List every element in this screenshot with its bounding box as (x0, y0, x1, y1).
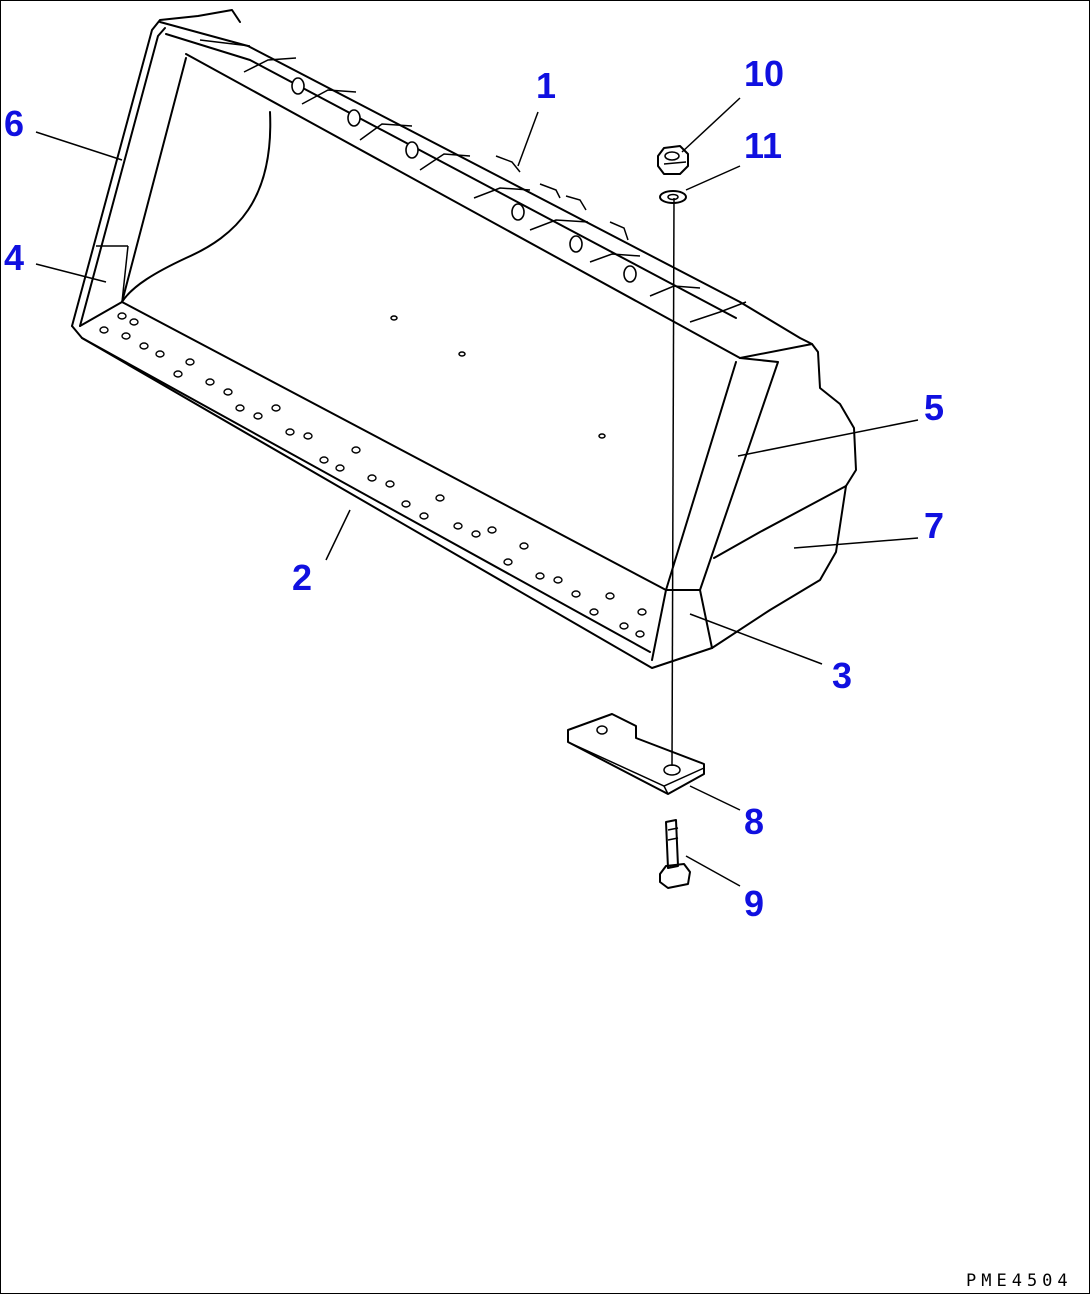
callout-4: 4 (4, 237, 24, 278)
callout-7: 7 (924, 505, 944, 546)
nut-part (657, 145, 689, 175)
callouts: 1 2 3 4 5 6 7 8 9 10 11 (4, 53, 944, 924)
washer-part (659, 190, 687, 204)
callout-10: 10 (744, 53, 784, 94)
callout-9: 9 (744, 883, 764, 924)
callout-11: 11 (744, 125, 782, 166)
callout-3: 3 (832, 655, 852, 696)
bucket-assembly (71, 9, 857, 669)
callout-8: 8 (744, 801, 764, 842)
leader-lines (35, 97, 919, 887)
mounting-bolt-line (671, 197, 675, 767)
callout-6: 6 (4, 103, 24, 144)
callout-1: 1 (536, 65, 556, 106)
callout-5: 5 (924, 387, 944, 428)
callout-2: 2 (292, 557, 312, 598)
wear-plate-part (567, 713, 705, 795)
bolt-part (659, 819, 691, 889)
drawing-code: PME4504 (966, 1271, 1073, 1291)
